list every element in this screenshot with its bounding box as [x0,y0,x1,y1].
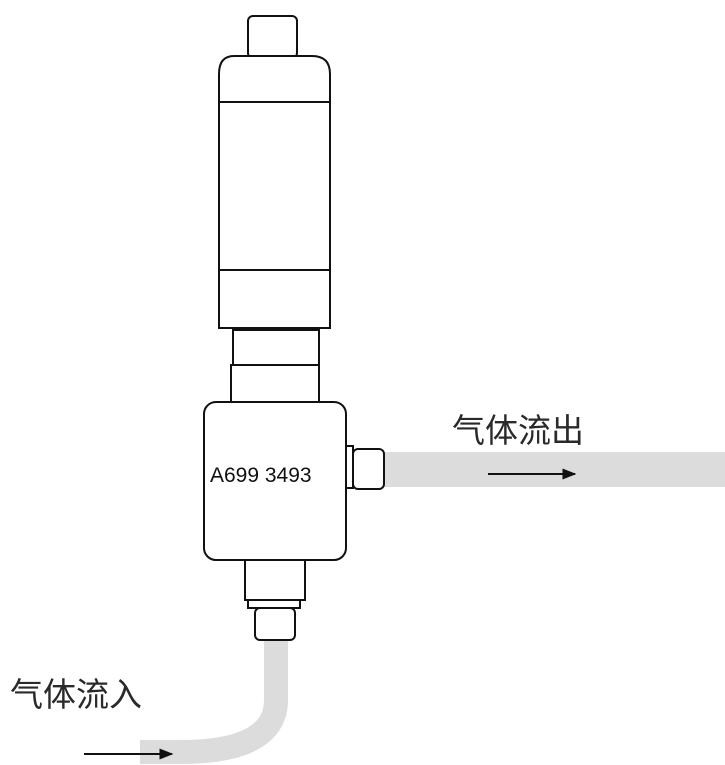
neck-upper [232,329,320,366]
inlet-tube [140,640,288,764]
inlet-fitting-nut [254,607,296,641]
inlet-fitting-upper [244,559,306,601]
neck-lower [230,364,320,404]
inlet-fitting-ring [247,599,301,609]
model-label: A699 3493 [210,464,312,487]
gas-inlet-label: 气体流入 [10,675,142,714]
outlet-fitting-ring [345,445,354,489]
outlet-fitting [352,448,385,490]
gas-outlet-label: 气体流出 [452,411,584,450]
outlet-tube [384,452,725,487]
top-cap [247,15,298,59]
upper-housing [218,55,331,329]
